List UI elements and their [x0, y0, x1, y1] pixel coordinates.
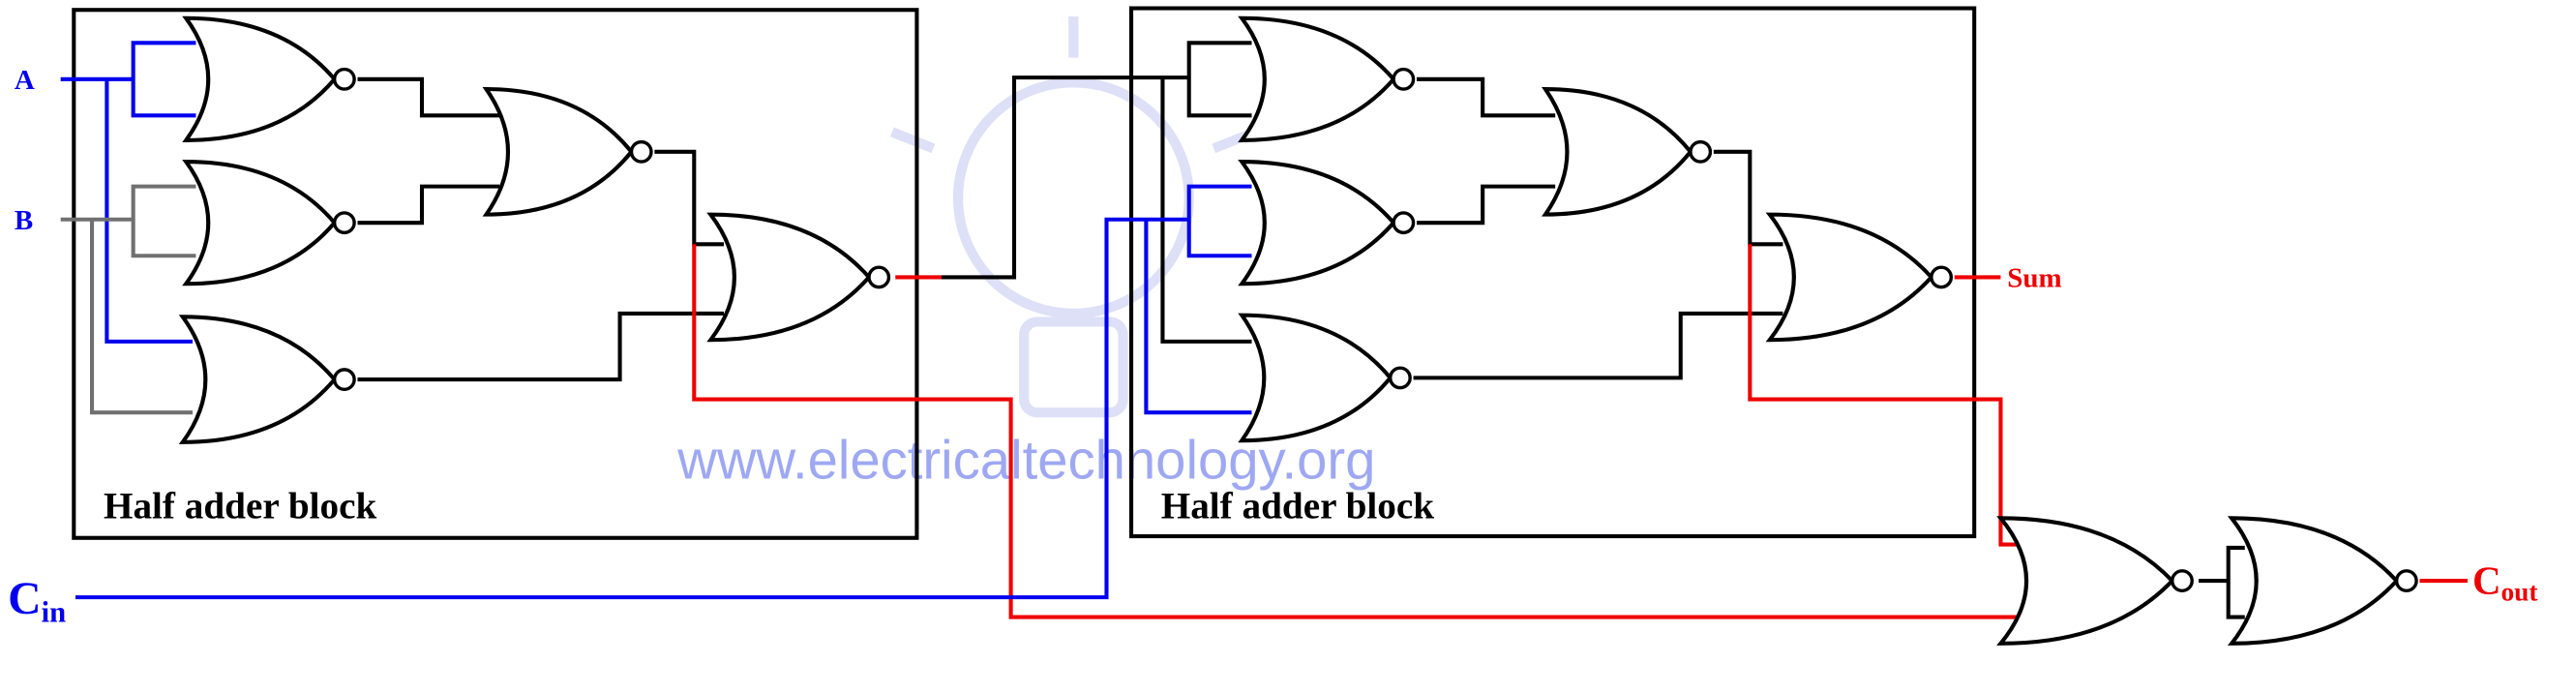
- wire-ha1-g3-out: [357, 311, 724, 382]
- input-b-label: B: [15, 205, 33, 236]
- nor-gate-body: [1238, 15, 1396, 142]
- half-adder-block-2-label: Half adder block: [1161, 485, 1435, 527]
- wire-carry-2: [1748, 244, 2018, 547]
- wire-ha1-g1-out: [357, 76, 500, 118]
- inversion-bubble: [629, 139, 653, 164]
- nor-gate-body: [482, 87, 635, 217]
- half-adder-block-1: [72, 8, 919, 540]
- wire-ha2-g2-out: [1416, 184, 1556, 226]
- wire-b-g2: [131, 184, 196, 258]
- nor-gate-cout-1: [1996, 516, 2194, 646]
- wire-cin-g2: [1186, 184, 1252, 258]
- nor-gate-body: [178, 315, 338, 444]
- nor-gate-cout-2: [2227, 516, 2418, 646]
- output-cout-label: Cout: [2472, 559, 2537, 607]
- nor-gate-ha2-4: [1542, 87, 1713, 217]
- wire-ha2-g3-out: [1413, 311, 1783, 380]
- inversion-bubble: [332, 211, 356, 235]
- nor-gate-ha1-3: [178, 315, 356, 444]
- inversion-bubble: [1392, 211, 1416, 235]
- nor-gate-ha1-1: [182, 15, 356, 142]
- wire-ha1-sum-to-ha2: [941, 75, 1189, 280]
- wire-carry-1: [692, 244, 2018, 619]
- input-a-label: A: [15, 65, 35, 96]
- inversion-bubble: [1689, 139, 1713, 164]
- nor-gate-body: [182, 15, 338, 142]
- wire-ha2-g1-out: [1416, 76, 1556, 118]
- wire-ha1-g4-out: [654, 149, 724, 247]
- wire-a-g3: [105, 78, 194, 344]
- nor-gate-body: [1542, 87, 1693, 217]
- wire-ha2-g4-out: [1713, 149, 1783, 247]
- wire-g7-in: [2226, 545, 2245, 619]
- nor-gate-body: [1238, 160, 1396, 286]
- wire-ha2-g1-in: [1186, 41, 1252, 118]
- inversion-bubble: [1388, 366, 1412, 390]
- nor-gates: [178, 15, 2418, 646]
- inversion-bubble: [2171, 569, 2194, 593]
- half-adder-block-1-label: Half adder block: [104, 485, 377, 527]
- inversion-bubble: [1392, 67, 1416, 91]
- nor-gate-ha2-1: [1238, 15, 1416, 142]
- output-sum-label: Sum: [2007, 263, 2061, 294]
- wire-ha2-g3-in-a: [1160, 77, 1252, 344]
- inversion-bubble: [867, 265, 891, 289]
- nor-gate-body: [182, 160, 338, 286]
- nor-gate-body: [2227, 516, 2400, 646]
- nor-gate-ha1-4: [482, 87, 653, 217]
- inversion-bubble: [1930, 265, 1954, 289]
- wire-ha1-g2-out: [357, 184, 500, 226]
- nor-gate-body: [706, 212, 872, 343]
- nor-gate-ha1-5: [706, 212, 891, 343]
- wires: [60, 41, 2468, 619]
- wire-a-g1: [131, 41, 196, 118]
- half-adder-block-2: [1129, 6, 1977, 539]
- nor-gate-body: [1996, 516, 2175, 646]
- wire-cin-g3: [1144, 219, 1252, 415]
- nor-gate-ha2-3: [1238, 313, 1412, 443]
- nor-gate-body: [1238, 313, 1393, 443]
- nor-gate-ha2-2: [1238, 160, 1416, 286]
- wire-b-g3: [90, 219, 194, 415]
- inversion-bubble: [332, 67, 356, 91]
- nor-gate-ha2-5: [1765, 212, 1954, 343]
- input-cin-label: Cin: [8, 573, 66, 629]
- nor-gate-ha1-2: [182, 160, 356, 286]
- nor-gate-body: [1765, 212, 1934, 343]
- inversion-bubble: [2394, 569, 2418, 593]
- inversion-bubble: [332, 368, 356, 392]
